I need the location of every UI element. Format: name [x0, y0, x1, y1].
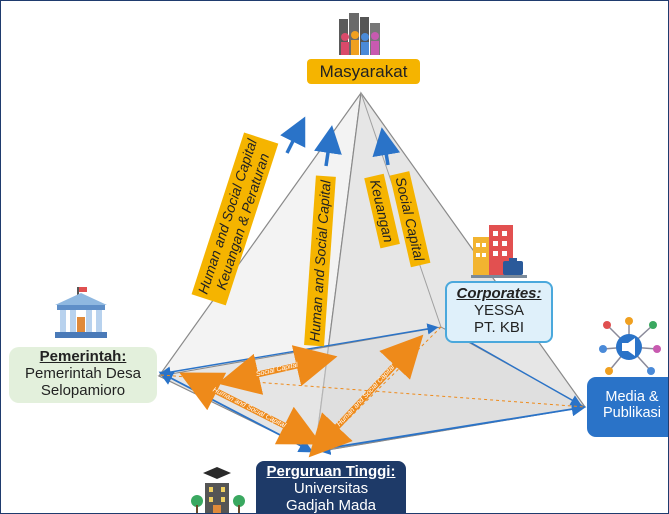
corporates-title: Corporates:	[456, 285, 542, 302]
government-line1: Pemerintah Desa	[25, 364, 141, 382]
government-title: Pemerintah:	[39, 348, 127, 365]
media-line2: Publikasi	[602, 405, 662, 422]
corporates-label: Corporates: YESSA PT. KBI	[445, 281, 553, 343]
government-building-icon	[55, 287, 107, 338]
university-line1: Universitas	[293, 479, 369, 497]
graduation-campus-icon	[191, 467, 245, 513]
corporates-line1: YESSA	[473, 301, 525, 319]
university-line2: Gadjah Mada	[285, 496, 377, 514]
corporates-line2: PT. KBI	[473, 318, 525, 336]
masyarakat-label: Masyarakat	[307, 59, 420, 84]
government-line2: Selopamioro	[40, 381, 126, 399]
crowd-icon	[339, 13, 380, 55]
media-line1: Media &	[605, 389, 659, 405]
media-label: Media & Publikasi	[587, 377, 668, 437]
university-title: Perguruan Tinggi:	[266, 463, 396, 480]
face-up-arrows	[280, 116, 401, 167]
office-buildings-icon	[471, 225, 527, 278]
university-label: Perguruan Tinggi: Universitas Gadjah Mad…	[256, 461, 406, 514]
megaphone-network-icon	[599, 317, 661, 375]
base-orange-arrows	[179, 334, 424, 458]
government-label: Pemerintah: Pemerintah Desa Selopamioro	[9, 347, 157, 403]
